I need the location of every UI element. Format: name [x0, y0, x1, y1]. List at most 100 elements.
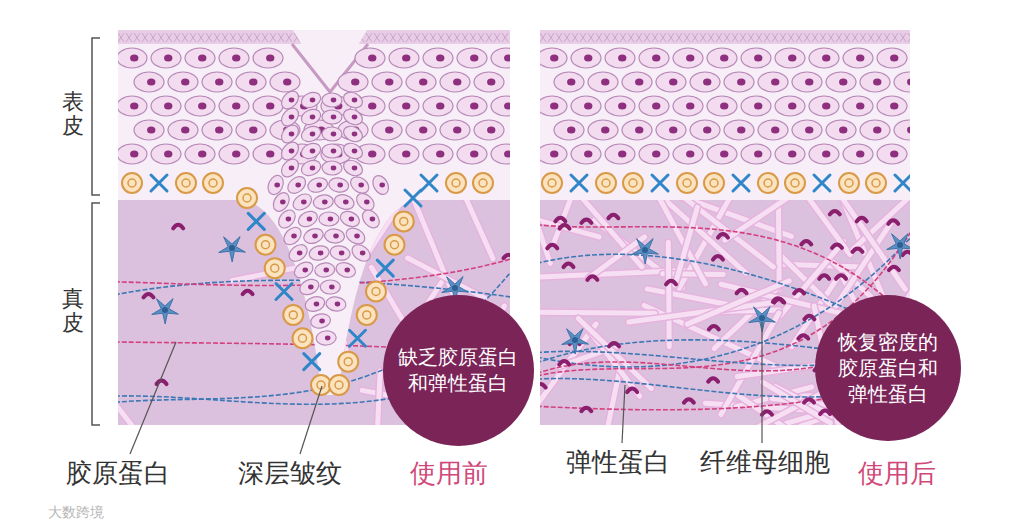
epidermal-cell [355, 48, 385, 68]
lost-cell-mark [733, 175, 749, 191]
basal-cell [338, 352, 358, 372]
epidermal-cell [724, 72, 754, 92]
cell-nucleus [686, 103, 694, 110]
cell-nucleus [301, 200, 307, 205]
cell-nucleus [198, 55, 206, 62]
cell-nucleus [335, 302, 341, 307]
surface-texture [374, 33, 380, 42]
layer-label: 表皮 [62, 90, 84, 138]
basal-nucleus [452, 179, 460, 187]
surface-texture [286, 33, 292, 42]
cell-nucleus [310, 115, 316, 120]
surface-texture [366, 33, 372, 42]
cell-nucleus [323, 268, 329, 273]
cell-nucleus [147, 79, 155, 86]
cell-nucleus [385, 127, 393, 134]
elastin-mark [798, 335, 808, 339]
surface-texture [908, 33, 910, 42]
epidermal-cell [605, 96, 635, 116]
basal-nucleus [872, 179, 880, 187]
surface-texture [788, 33, 794, 42]
epidermal-cell [540, 144, 567, 164]
epidermal-cell [185, 96, 215, 116]
cell-nucleus [352, 149, 358, 154]
epidermal-cell [423, 96, 453, 116]
basal-cell [203, 173, 223, 193]
basal-cell [283, 305, 303, 325]
elastin-mark [762, 411, 772, 415]
epidermal-cell [306, 176, 329, 195]
epidermal-cell [270, 72, 300, 92]
collagen-fibre [589, 237, 645, 278]
surface-texture [684, 33, 690, 42]
cell-nucleus [274, 183, 280, 188]
basal-cell [785, 173, 805, 193]
epidermal-cell [588, 120, 618, 140]
surface-texture [564, 33, 570, 42]
cell-nucleus [487, 127, 495, 134]
surface-texture [470, 33, 476, 42]
callout-text: 缺乏胶原蛋白和弹性蛋白 [395, 344, 521, 396]
elastin-mark [547, 245, 557, 249]
surface-texture [406, 33, 412, 42]
surface-texture [804, 33, 810, 42]
cell-nucleus [402, 55, 410, 62]
epidermal-cell [758, 120, 788, 140]
epidermal-cell [775, 144, 805, 164]
cell-nucleus [402, 151, 410, 158]
surface-texture [206, 33, 212, 42]
surface-texture [150, 33, 156, 42]
epidermal-cell [219, 144, 249, 164]
epidermal-cell [329, 244, 351, 262]
epidermal-cell [168, 120, 198, 140]
elastin-mark [801, 241, 811, 245]
collagen-fibre [540, 205, 550, 264]
fibroblast-cell [632, 239, 659, 264]
collagen-fibre [675, 207, 697, 285]
epidermal-cell [540, 48, 567, 68]
epidermal-cell [302, 226, 326, 246]
collagen-fibre [776, 200, 782, 290]
epidermal-cell [343, 225, 367, 247]
basal-cell [265, 258, 285, 278]
surface-texture [174, 33, 180, 42]
elastin-mark [243, 291, 253, 295]
cell-nucleus [232, 103, 240, 110]
epidermal-cell [622, 72, 652, 92]
basal-cell [758, 173, 778, 193]
cell-nucleus [307, 217, 313, 222]
surface-texture [884, 33, 890, 42]
cell-nucleus [601, 127, 609, 134]
epidermal-cell [457, 144, 487, 164]
circle-shape [382, 294, 535, 447]
cell-nucleus [215, 79, 223, 86]
epidermal-cell [202, 72, 232, 92]
epidermal-cell [639, 96, 669, 116]
collagen-fibre [364, 174, 420, 260]
surface-texture [454, 33, 460, 42]
epidermal-cell [860, 120, 890, 140]
basal-nucleus [262, 241, 270, 249]
surface-texture [692, 33, 698, 42]
wrinkle-surface [292, 44, 368, 92]
epidermal-cell [474, 120, 504, 140]
surface-texture [502, 33, 508, 42]
cell-nucleus [289, 98, 295, 103]
epidermal-cell [299, 90, 323, 111]
surface-texture [772, 33, 778, 42]
surface-texture [900, 33, 906, 42]
epidermal-cell [285, 173, 309, 197]
cell-nucleus [147, 127, 155, 134]
cell-nucleus [856, 103, 864, 110]
cell-nucleus [470, 103, 478, 110]
surface-texture [604, 33, 610, 42]
epidermal-cell [826, 72, 856, 92]
epidermal-cell [741, 96, 771, 116]
cell-nucleus [856, 151, 864, 158]
epidermal-cell [707, 48, 737, 68]
basal-nucleus [128, 179, 136, 187]
fibroblast-cell [152, 299, 179, 324]
leader-line [622, 385, 625, 443]
surface-texture [430, 33, 436, 42]
